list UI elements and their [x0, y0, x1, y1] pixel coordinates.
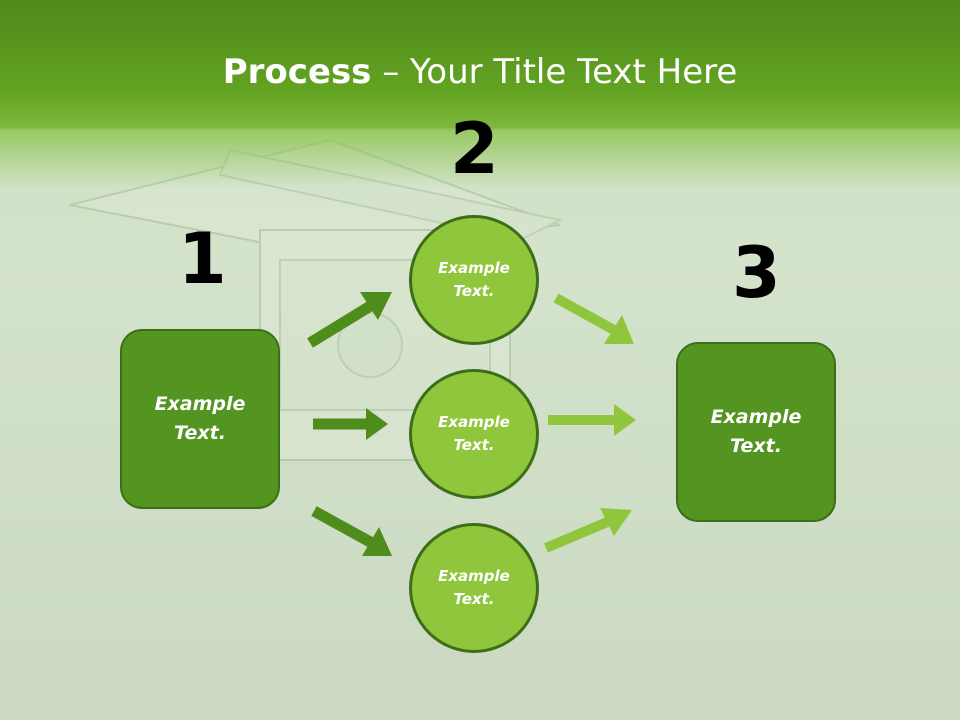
right-box-text: Example Text. — [710, 406, 802, 457]
title-rest: – Your Title Text Here — [371, 52, 738, 92]
left-box: Example Text. — [120, 329, 280, 509]
right-box: Example Text. — [676, 342, 836, 522]
arrow-left-to-bottom — [311, 506, 392, 556]
title-bar — [0, 0, 960, 130]
title-bold: Process — [222, 52, 372, 92]
title-bar-fade — [0, 128, 960, 188]
circle-top-text: Example Text. — [438, 259, 510, 300]
slide-title: Process – Your Title Text Here — [0, 52, 960, 92]
left-box-text: Example Text. — [154, 393, 246, 444]
arrow-bottom-to-right — [544, 508, 632, 553]
arrow-top-to-right — [553, 293, 634, 344]
circle-middle-text: Example Text. — [438, 413, 510, 454]
circle-bottom: Example Text. — [409, 523, 539, 653]
step-number-1: 1 — [178, 218, 227, 300]
step-number-2: 2 — [450, 108, 499, 190]
arrow-middle-to-right — [548, 404, 636, 436]
circle-middle: Example Text. — [409, 369, 539, 499]
circle-top: Example Text. — [409, 215, 539, 345]
circle-bottom-text: Example Text. — [438, 567, 510, 608]
arrow-left-to-top — [307, 292, 392, 348]
step-number-3: 3 — [732, 232, 781, 314]
arrow-left-to-middle — [313, 408, 388, 440]
